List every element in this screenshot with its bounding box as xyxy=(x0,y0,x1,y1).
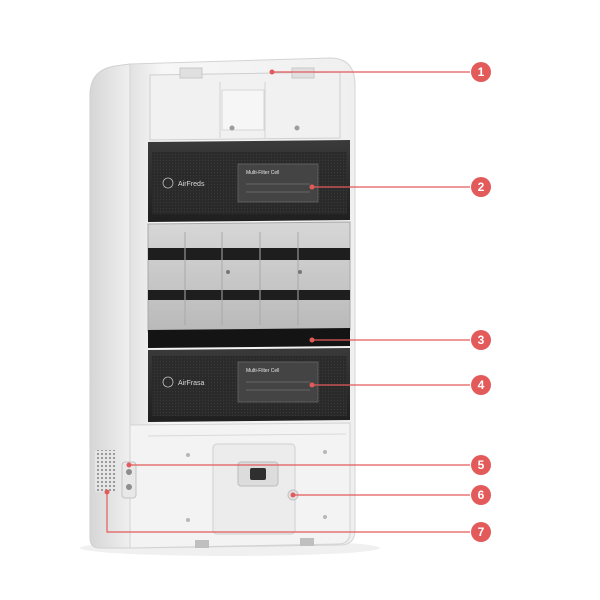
callout-marker-5: 5 xyxy=(471,455,491,475)
callout-number: 3 xyxy=(478,333,485,347)
callout-number: 2 xyxy=(478,180,485,194)
middle-divider-plate xyxy=(148,328,350,348)
front-control-panel xyxy=(237,461,299,501)
filter-label-lower: Multi-Filter Cell xyxy=(246,368,279,374)
callout-number: 6 xyxy=(478,488,485,502)
unit-foot xyxy=(195,540,209,548)
brand-name-upper: AirFreds xyxy=(178,181,205,188)
middle-tray-section xyxy=(147,221,351,333)
top-vent-cover xyxy=(149,67,341,141)
filter-label-upper: Multi-Filter Cell xyxy=(246,170,279,176)
callout-number: 7 xyxy=(478,525,485,539)
unit-foot xyxy=(300,538,314,546)
callout-marker-3: 3 xyxy=(471,330,491,350)
brand-logo-icon xyxy=(162,376,174,388)
callout-marker-1: 1 xyxy=(471,62,491,82)
lower-filter-cartridge: Multi-Filter Cell AirFrasa xyxy=(148,348,350,422)
upper-filter-cartridge: Multi-Filter Cell AirFreds xyxy=(148,140,350,222)
callout-number: 5 xyxy=(478,458,485,472)
callout-number: 1 xyxy=(478,65,485,79)
callout-number: 4 xyxy=(478,378,485,392)
side-grille xyxy=(95,450,117,492)
side-port xyxy=(121,461,137,499)
callout-marker-7: 7 xyxy=(471,522,491,542)
brand-name-lower: AirFrasa xyxy=(178,380,205,387)
callout-marker-4: 4 xyxy=(471,375,491,395)
brand-logo-icon xyxy=(162,177,174,189)
callout-marker-2: 2 xyxy=(471,177,491,197)
callout-leader-7 xyxy=(106,492,470,533)
callout-marker-6: 6 xyxy=(471,485,491,505)
